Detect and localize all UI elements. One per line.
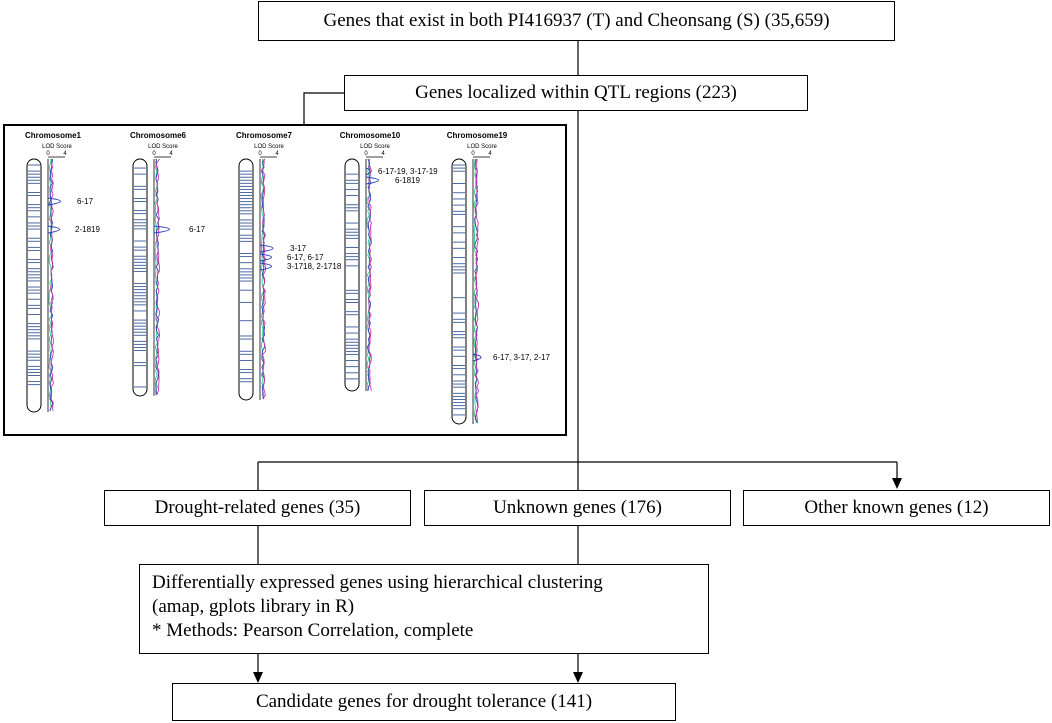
chromosome-bar [344, 158, 360, 392]
lod-tick-label: 0 [471, 151, 475, 157]
lod-trace [260, 158, 265, 400]
chromosome-bar [451, 158, 467, 425]
chromosome-title: Chromosome19 [447, 131, 508, 140]
chromosome-title: Chromosome6 [130, 131, 187, 140]
qtl-annotation: 2-1819 [75, 225, 100, 234]
qtl-annotation: 6-17, 6-17 [287, 253, 324, 262]
chromosome-bar [238, 158, 254, 401]
qtl-annotation: 6-17 [77, 197, 94, 206]
other-box: Other known genes (12) [743, 490, 1050, 526]
lod-tick-label: 4 [63, 151, 67, 157]
lod-trace [367, 158, 372, 392]
lod-score-label: LOD Score [42, 144, 72, 150]
lod-peak [472, 353, 482, 362]
qtl-annotation: 6-17, 3-17, 2-17 [493, 353, 550, 362]
lod-peak [365, 176, 379, 185]
chromosome-bar [26, 158, 42, 413]
lod-peak [365, 167, 371, 176]
lod-trace [366, 158, 371, 392]
lod-peak [47, 197, 61, 206]
lod-peak [153, 225, 170, 234]
chromosome-title: Chromosome7 [236, 131, 293, 140]
deg-line-3: * Methods: Pearson Correlation, complete [152, 620, 474, 641]
lod-peak [47, 225, 60, 234]
other-box-label: Other known genes (12) [804, 497, 989, 518]
deg-line-2: (amap, gplots library in R) [152, 596, 355, 617]
lod-trace [154, 158, 159, 396]
lod-score-label: LOD Score [360, 144, 390, 150]
top-box: Genes that exist in both PI416937 (T) an… [258, 1, 895, 41]
lod-trace [50, 158, 54, 412]
qtl-box-label: Genes localized within QTL regions (223) [415, 82, 737, 103]
chromosome-title: Chromosome10 [340, 131, 401, 140]
unknown-box: Unknown genes (176) [424, 490, 731, 526]
lod-tick-label: 0 [364, 151, 368, 157]
unknown-box-label: Unknown genes (176) [493, 497, 662, 518]
lod-peak [259, 253, 272, 262]
chromosome-bar [132, 158, 148, 397]
chromosome-title: Chromosome1 [25, 131, 82, 140]
lod-trace [475, 158, 480, 424]
qtl-annotation: 6-17-19, 3-17-19 [378, 167, 438, 176]
lod-peak [259, 244, 274, 253]
lod-trace [261, 158, 266, 400]
drought-box: Drought-related genes (35) [104, 490, 411, 526]
qtl-annotation: 3-1718, 2-1718 [287, 262, 342, 271]
lod-tick-label: 0 [258, 151, 262, 157]
lod-tick-label: 4 [275, 151, 279, 157]
qtl-annotation: 3-17 [290, 244, 307, 253]
lod-trace [368, 158, 373, 392]
lod-trace [262, 158, 267, 400]
deg-line-1: Differentially expressed genes using hie… [152, 572, 603, 593]
lod-score-label: LOD Score [148, 144, 178, 150]
top-box-label: Genes that exist in both PI416937 (T) an… [323, 10, 830, 31]
lod-tick-label: 0 [152, 151, 156, 157]
candidate-box: Candidate genes for drought tolerance (1… [172, 683, 676, 721]
lod-tick-label: 4 [169, 151, 173, 157]
lod-trace [156, 158, 161, 396]
lod-peak [259, 262, 272, 271]
lod-score-label: LOD Score [467, 144, 497, 150]
lod-trace [49, 158, 54, 412]
qtl-annotation: 6-17 [189, 225, 206, 234]
lod-tick-label: 4 [488, 151, 492, 157]
qtl-annotation: 6-1819 [395, 176, 420, 185]
deg-box: Differentially expressed genes using hie… [139, 564, 709, 654]
qtl-box: Genes localized within QTL regions (223) [344, 75, 808, 111]
lod-score-label: LOD Score [254, 144, 284, 150]
lod-tick-label: 0 [46, 151, 50, 157]
drought-box-label: Drought-related genes (35) [154, 497, 361, 518]
candidate-box-label: Candidate genes for drought tolerance (1… [255, 691, 593, 712]
lod-tick-label: 4 [381, 151, 385, 157]
